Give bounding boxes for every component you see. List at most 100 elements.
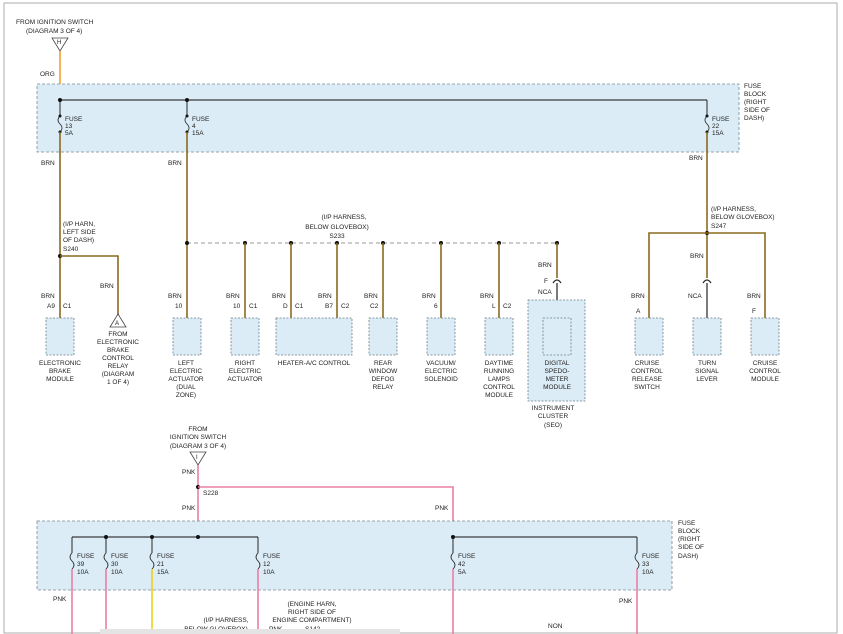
s247-label-1: (I/P HARNESS, xyxy=(711,206,756,213)
fuse-39-number: 39 xyxy=(77,561,85,568)
connector-i-letter: I xyxy=(196,455,198,461)
drl-name-5: MODULE xyxy=(485,392,513,399)
connector-h-letter: H xyxy=(57,40,61,46)
from-ebc-text-5: RELAY xyxy=(108,363,129,370)
from-ebc-text-7: 1 OF 4) xyxy=(107,379,129,386)
ccm-name-1: CRUISE xyxy=(753,360,778,367)
page-border xyxy=(3,2,838,634)
bottom-source-label-2: IGNITION SWITCH xyxy=(170,434,227,441)
fuse-21-label: FUSE xyxy=(157,553,175,560)
fuse-33-number: 33 xyxy=(642,561,650,568)
lea-name-1: LEFT xyxy=(178,360,194,367)
fuse-block-top-label-4: SIDE OF xyxy=(744,107,770,114)
bottom-source-label-1: FROM xyxy=(188,426,207,433)
ccm-name-3: MODULE xyxy=(751,376,779,383)
ebm-name-3: MODULE xyxy=(46,376,74,383)
speedo-name-2: SPEDO- xyxy=(545,368,570,375)
from-ebc-wire: BRN xyxy=(100,283,114,290)
fuse-block-bottom xyxy=(36,520,673,591)
lea-name-2: ELECTRIC xyxy=(170,368,202,375)
fuse-22-label: FUSE xyxy=(712,116,730,123)
cluster-pin: F xyxy=(544,278,548,285)
fuse-block-bottom-label-5: DASH) xyxy=(678,553,698,560)
ccm-name-2: CONTROL xyxy=(749,368,781,375)
brn-wire-s247-branches xyxy=(648,232,766,318)
fuse-4-rating: 15A xyxy=(192,130,204,137)
fuse-12-rating: 10A xyxy=(263,569,275,576)
fuse-block-bottom-label-4: SIDE OF xyxy=(678,544,704,551)
hvac-d-conn: C1 xyxy=(295,303,304,310)
rear-window-defog-relay-box xyxy=(368,317,398,356)
lea-name-5: ZONE) xyxy=(176,392,196,399)
ebm-name-2: BRAKE xyxy=(49,368,72,375)
fuse-42-rating: 5A xyxy=(458,569,467,576)
rea-wire: BRN xyxy=(226,293,240,300)
bottom-engine-harness-3: ENGINE COMPARTMENT) xyxy=(272,617,351,624)
drl-pin: L xyxy=(492,303,496,310)
fuse-39-symbol xyxy=(69,552,75,570)
rea-name-3: ACTUATOR xyxy=(227,376,262,383)
defog-pin: C2 xyxy=(370,303,379,310)
s247-label-2: BELOW GLOVEBOX) xyxy=(711,214,775,221)
fuse-21-number: 21 xyxy=(157,561,165,568)
fuse-33-label: FUSE xyxy=(642,553,660,560)
speedo-name-1: DIGITAL xyxy=(545,360,570,367)
tsl-name-2: SIGNAL xyxy=(695,368,719,375)
bottom-wire-non: NON xyxy=(548,623,563,630)
fuse-terminal xyxy=(705,114,709,118)
s247-label-3: S247 xyxy=(711,223,727,230)
fuse-22-symbol xyxy=(704,115,710,133)
fuse-13-out-wire: BRN xyxy=(41,160,55,167)
s240-label-4: S240 xyxy=(63,246,79,253)
lea-pin: 10 xyxy=(175,303,183,310)
fuse-22-rating: 15A xyxy=(712,130,724,137)
speedo-name-3: METER xyxy=(546,376,569,383)
ccm-wire: BRN xyxy=(747,293,761,300)
fuse-12-number: 12 xyxy=(263,561,271,568)
fuse-13-number: 13 xyxy=(65,123,73,130)
speedo-name-4: MODULE xyxy=(543,384,571,391)
cluster-wire-top: BRN xyxy=(538,262,552,269)
drl-wire: BRN xyxy=(480,293,494,300)
fuse-13-label: FUSE xyxy=(65,116,83,123)
ebm-name-1: ELECTRONIC xyxy=(39,360,81,367)
ebm-pin: A9 xyxy=(47,303,55,310)
bottom-ip-harness-1: (I/P HARNESS, xyxy=(203,617,248,624)
fuse-block-top-label-5: DASH) xyxy=(744,115,764,122)
fuse-block-bottom-label-2: BLOCK xyxy=(678,528,701,535)
crs-pin: A xyxy=(636,308,641,315)
fuse-4-symbol xyxy=(184,115,190,133)
fuse-terminal xyxy=(185,114,189,118)
s240-label-2: LEFT SIDE xyxy=(63,229,96,236)
from-ebc-text-1: FROM xyxy=(108,331,127,338)
drl-name-1: DAYTIME xyxy=(485,360,514,367)
digital-speedometer-module-box xyxy=(542,317,572,356)
crs-name-3: RELEASE xyxy=(632,376,663,383)
vacuum-name-3: SOLENOID xyxy=(424,376,458,383)
tsl-name-3: LEVER xyxy=(696,376,718,383)
vacuum-name-1: VACUUM/ xyxy=(426,360,456,367)
vacuum-name-2: ELECTRIC xyxy=(425,368,457,375)
drl-control-module-box xyxy=(484,317,514,356)
horizontal-scrollbar-thumb[interactable] xyxy=(100,629,400,634)
splice-s228-label: S228 xyxy=(203,490,219,497)
fuse-12-label: FUSE xyxy=(263,553,281,560)
ccm-pin: F xyxy=(752,308,756,315)
fuse-21-rating: 15A xyxy=(157,569,169,576)
s233-label-2: BELOW GLOVEBOX) xyxy=(305,224,369,231)
fuse-22-out-wire: BRN xyxy=(689,155,703,162)
connector-h-symbol xyxy=(51,37,69,52)
fuse-33-symbol xyxy=(634,552,640,570)
top-source-label-1: FROM IGNITION SWITCH xyxy=(16,19,94,26)
right-electric-actuator-box xyxy=(230,317,260,356)
fuse-30-rating: 10A xyxy=(111,569,123,576)
lea-name-3: ACTUATOR xyxy=(168,376,203,383)
cluster-group-2: CLUSTER xyxy=(538,413,569,420)
hvac-d-pin: D xyxy=(283,303,288,310)
rea-name-1: RIGHT xyxy=(235,360,255,367)
turn-lever-wire-top: BRN xyxy=(690,253,704,260)
turn-lever-connector-arc xyxy=(702,279,712,284)
cluster-wire: NCA xyxy=(538,289,552,296)
ebm-conn: C1 xyxy=(63,303,72,310)
tsl-name-1: TURN xyxy=(698,360,716,367)
